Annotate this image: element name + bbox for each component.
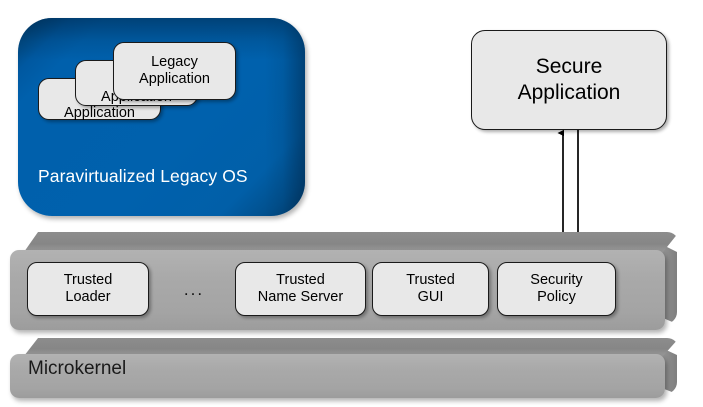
trusted-gui-line2: GUI [417, 289, 444, 305]
secure-application-line1: Secure [535, 55, 603, 79]
trusted-loader-label: Trusted Loader [64, 272, 113, 306]
trusted-gui-box[interactable]: Trusted GUI [372, 262, 489, 316]
legacy-application-front-label: Legacy Application [139, 54, 210, 88]
legacy-application-back-line2: Application [64, 105, 135, 121]
security-policy-label: Security Policy [530, 272, 582, 306]
trusted-name-server-line1: Trusted [276, 272, 325, 289]
legacy-application-box-front[interactable]: Legacy Application [113, 42, 236, 100]
trusted-name-server-box[interactable]: Trusted Name Server [235, 262, 366, 316]
trusted-gui-line1: Trusted [406, 272, 455, 289]
legacy-os-label: Paravirtualized Legacy OS [38, 166, 248, 186]
legacy-application-front-line1: Legacy [151, 54, 198, 71]
security-policy-line2: Policy [537, 289, 576, 305]
secure-application-label: Secure Application [518, 54, 621, 105]
trusted-name-server-label: Trusted Name Server [258, 272, 343, 306]
microkernel-slab [10, 338, 693, 400]
trusted-loader-line1: Trusted [63, 272, 113, 289]
secure-application-box[interactable]: Secure Application [471, 30, 667, 130]
trusted-loader-box[interactable]: Trusted Loader [27, 262, 149, 316]
trusted-gui-label: Trusted GUI [406, 272, 455, 306]
trusted-services-slab-top-face [24, 232, 679, 252]
trusted-name-server-line2: Name Server [257, 289, 344, 305]
microkernel-slab-top-face [24, 338, 679, 356]
microkernel-slab-front-face [10, 354, 665, 398]
legacy-application-front-line2: Application [139, 71, 210, 87]
security-policy-box[interactable]: Security Policy [497, 262, 616, 316]
secure-application-line2: Application [517, 81, 621, 104]
trusted-loader-line2: Loader [65, 289, 111, 305]
security-policy-line1: Security [530, 272, 583, 289]
microkernel-label: Microkernel [28, 358, 127, 379]
trusted-services-ellipsis: ... [183, 280, 205, 299]
